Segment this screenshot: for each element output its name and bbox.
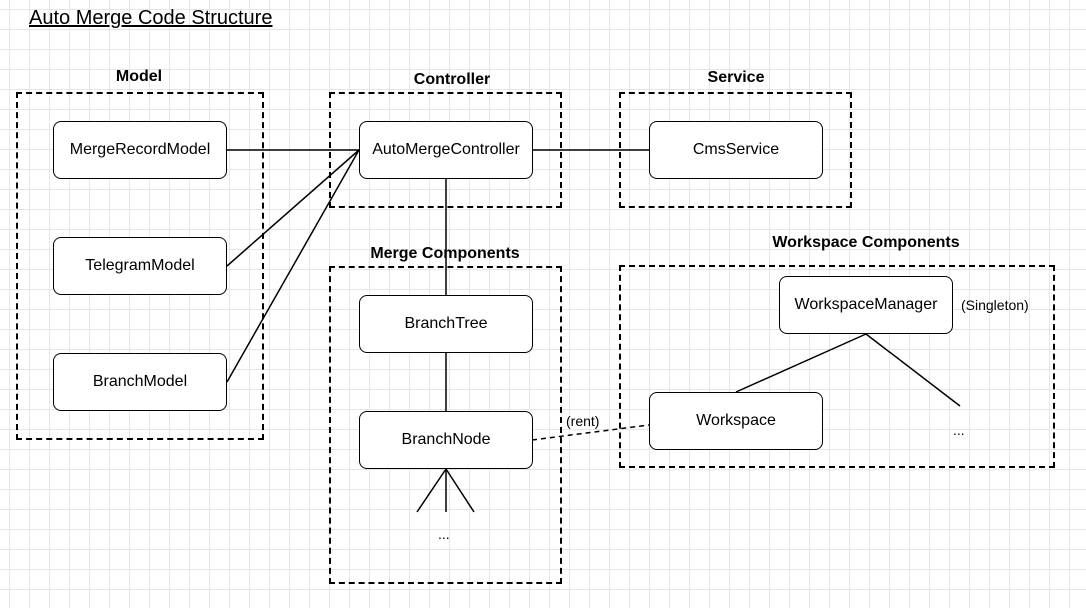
branch-node-node[interactable]: BranchNode	[359, 411, 533, 469]
workspace-components-group-label: Workspace Components	[772, 234, 960, 251]
branch-tree-node[interactable]: BranchTree	[359, 295, 533, 353]
rent-edge-label: (rent)	[566, 413, 600, 429]
edge-manager-more	[865, 333, 961, 407]
merge-record-model-node[interactable]: MergeRecordModel	[53, 121, 227, 179]
controller-group-label: Controller	[413, 71, 491, 88]
edge-telegram-controller	[226, 149, 360, 267]
workspace-node[interactable]: Workspace	[649, 392, 823, 450]
workspace-manager-node[interactable]: WorkspaceManager	[779, 276, 953, 334]
edge-branchnode-child-left	[416, 468, 447, 513]
edge-branchnode-child-right	[445, 468, 475, 513]
model-group-label: Model	[115, 68, 163, 85]
workspace-components-group	[619, 265, 1055, 468]
singleton-note: (Singleton)	[961, 297, 1029, 313]
diagram-title: Auto Merge Code Structure	[29, 7, 273, 29]
model-group	[16, 92, 264, 440]
branch-model-node[interactable]: BranchModel	[53, 353, 227, 411]
cms-service-node[interactable]: CmsService	[649, 121, 823, 179]
edge-branchmodel-controller	[226, 149, 360, 383]
auto-merge-controller-node[interactable]: AutoMergeController	[359, 121, 533, 179]
edge-branchnode-workspace-rent	[531, 424, 650, 441]
merge-components-group-label: Merge Components	[370, 245, 520, 262]
workspace-more-ellipsis: ...	[953, 422, 965, 438]
branch-node-more-ellipsis: ...	[438, 526, 450, 542]
edge-manager-workspace	[735, 333, 867, 393]
telegram-model-node[interactable]: TelegramModel	[53, 237, 227, 295]
service-group-label: Service	[707, 69, 765, 86]
